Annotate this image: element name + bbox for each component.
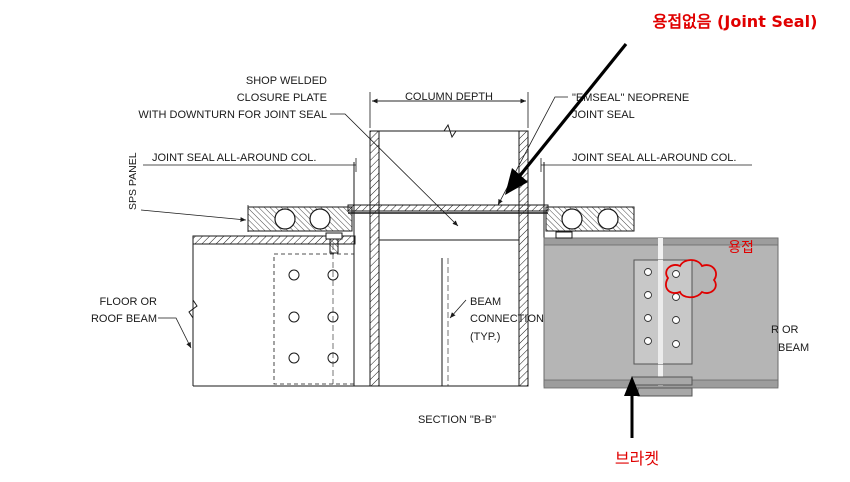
sps-panel-right [545,206,635,232]
weld-annotation: 용접 [728,240,754,256]
sps-panel-text: SPS PANEL [127,152,139,210]
joint-seal-left-label: JOINT SEAL ALL-AROUND COL. [152,152,316,164]
emseal-line2: JOINT SEAL [572,109,635,121]
beam-connection-center [379,258,519,387]
right-beam-line1: R OR [771,324,799,336]
bracket-annotation: 브라켓 [615,449,659,468]
emseal-label: "EMSEAL" NEOPRENE JOINT SEAL [497,92,689,206]
column [353,123,545,387]
floor-beam-label: FLOOR OR ROOF BEAM [91,296,192,349]
shop-welded-line2: CLOSURE PLATE [237,92,327,104]
floor-beam-line2: ROOF BEAM [91,313,157,325]
beam-conn-line2: CONNECTION [470,313,544,325]
cloud-icon [665,259,717,299]
emseal-line1: "EMSEAL" NEOPRENE [572,92,689,104]
joint-seal-right-label: JOINT SEAL ALL-AROUND COL. [572,152,736,164]
sps-panel-label: SPS PANEL [127,152,249,232]
arrow-icon [505,42,628,195]
floor-beam-left [188,244,370,387]
right-beam-line2: BEAM [778,342,809,354]
shop-welded-label: SHOP WELDED CLOSURE PLATE WITH DOWNTURN … [138,75,459,227]
floor-beam-line1: FLOOR OR [100,296,158,308]
joint-seal-dimensions: JOINT SEAL ALL-AROUND COL. JOINT SEAL AL… [143,152,752,172]
section-label: SECTION "B-B" [418,414,496,426]
column-depth-label: COLUMN DEPTH [405,91,493,103]
shop-welded-line3: WITH DOWNTURN FOR JOINT SEAL [138,109,327,121]
beam-connection-label: BEAM CONNECTION (TYP.) [449,296,544,343]
no-weld-annotation: 용접없음 (Joint Seal) [653,12,818,31]
closure-plate [347,204,549,214]
beam-conn-line1: BEAM [470,296,501,308]
arrow-up-icon [624,376,640,438]
sps-panel-left [192,206,356,386]
beam-conn-line3: (TYP.) [470,331,500,343]
beam-overlay: R OR BEAM [543,231,809,397]
shop-welded-line1: SHOP WELDED [246,75,327,87]
column-depth-dimension: COLUMN DEPTH [369,91,529,128]
